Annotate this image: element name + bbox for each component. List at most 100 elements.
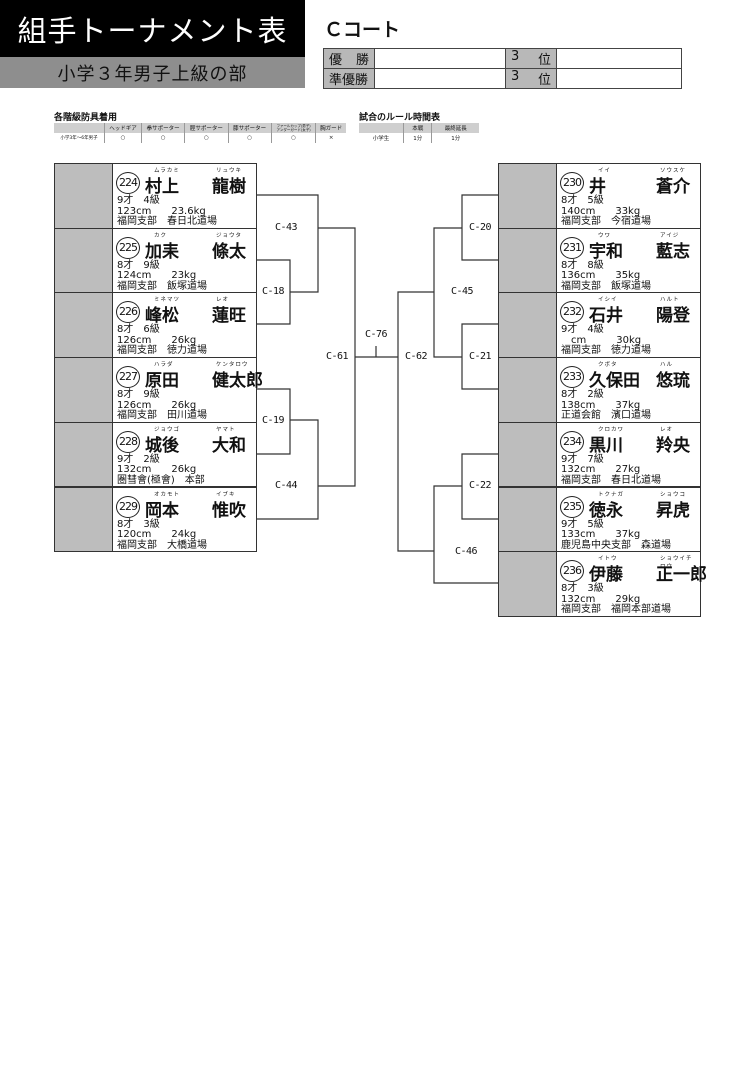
match-label-c45: C-45 bbox=[451, 286, 474, 297]
family-name: 井 bbox=[589, 177, 606, 197]
match-label-c22: C-22 bbox=[469, 480, 492, 491]
given-name: 悠琉 bbox=[656, 371, 690, 392]
gear-header: 拳サポーター bbox=[140, 123, 185, 133]
affiliation: 鹿児島中央支部 森道場 bbox=[561, 539, 671, 551]
family-name: 石井 bbox=[589, 306, 623, 327]
result-mark-area[interactable] bbox=[55, 358, 113, 422]
given-name-kana: ジョウタ bbox=[216, 232, 243, 239]
age-rank: 8才 8級 bbox=[561, 259, 604, 271]
result-mark-area[interactable] bbox=[499, 552, 557, 616]
given-name-kana: ハルト bbox=[660, 297, 680, 304]
affiliation: 福岡支部 徳力道場 bbox=[117, 345, 207, 357]
family-name-kana: ミネマツ bbox=[154, 297, 181, 304]
competitor-number: 234 bbox=[560, 430, 584, 453]
result-mark-area[interactable] bbox=[55, 228, 113, 293]
height-weight: 138cm 37kg bbox=[561, 399, 641, 411]
result-mark-area[interactable] bbox=[499, 164, 557, 228]
rules-cell: 1分 bbox=[431, 133, 479, 143]
match-label-c43: C-43 bbox=[275, 222, 298, 233]
result-mark-area[interactable] bbox=[55, 293, 113, 358]
result-mark-area[interactable] bbox=[499, 358, 557, 422]
given-name-kana: リュウキ bbox=[216, 168, 243, 174]
bracket-line-c44 bbox=[256, 419, 319, 520]
given-name: 健太郎 bbox=[212, 371, 263, 392]
age-rank: 9才 2級 bbox=[117, 453, 160, 465]
competitor-number: 228 bbox=[116, 430, 140, 453]
gear-cell: 小学3年〜6年男子 bbox=[60, 136, 98, 141]
competitor-name: 徳永 昇虎 bbox=[589, 496, 690, 521]
third-place-value[interactable] bbox=[556, 68, 682, 89]
family-name: 徳永 bbox=[589, 500, 623, 521]
match-label-c61: C-61 bbox=[326, 351, 349, 362]
affiliation: 福岡支部 飯塚道場 bbox=[561, 280, 651, 292]
given-name-kana: レオ bbox=[216, 297, 230, 304]
result-mark-area[interactable] bbox=[499, 422, 557, 487]
family-name-kana: イトウ bbox=[598, 556, 618, 563]
gear-row: 小学3年〜6年男子 ○ ○ ○ ○ ○ × bbox=[54, 133, 346, 143]
result-mark-area[interactable] bbox=[55, 422, 113, 487]
competitor-name: 久保田悠琉 bbox=[589, 366, 690, 391]
result-mark-area[interactable] bbox=[499, 487, 557, 552]
competitor-number: 233 bbox=[560, 366, 584, 389]
family-name-kana: カク bbox=[154, 232, 168, 239]
result-mark-area[interactable] bbox=[499, 293, 557, 358]
age-rank: 9才 7級 bbox=[561, 453, 604, 465]
rules-cell: 1分 bbox=[402, 133, 432, 143]
bracket-line-c46 bbox=[433, 485, 498, 584]
given-name: 陽登 bbox=[656, 306, 690, 327]
match-label-c44: C-44 bbox=[275, 480, 298, 491]
competitor-name: 井 蒼介 bbox=[589, 172, 690, 197]
given-name-kana: レオ bbox=[660, 426, 674, 433]
competitor-number: 229 bbox=[116, 495, 140, 518]
competitor-number: 230 bbox=[560, 172, 584, 194]
result-mark-area[interactable] bbox=[55, 164, 113, 228]
age-rank: 9才 4級 bbox=[117, 195, 160, 206]
bracket-line-c18 bbox=[256, 259, 291, 325]
given-name-kana: ショウイチロウ bbox=[660, 556, 693, 571]
affiliation: 福岡支部 大橋道場 bbox=[117, 539, 207, 551]
given-name: 昇虎 bbox=[656, 500, 690, 521]
page-title: 組手トーナメント表 bbox=[0, 0, 305, 57]
given-name: 蒼介 bbox=[656, 177, 690, 197]
height-weight: 126cm 26kg bbox=[117, 399, 197, 411]
result-mark-area[interactable] bbox=[55, 487, 113, 552]
family-name: 城後 bbox=[145, 435, 179, 456]
result-mark-area[interactable] bbox=[499, 228, 557, 293]
runner-up-label: 準優勝 bbox=[323, 68, 375, 89]
gear-cell: ○ bbox=[184, 133, 228, 143]
age-rank: 8才 6級 bbox=[117, 324, 160, 336]
family-name: 伊藤 bbox=[589, 565, 623, 586]
age-rank: 8才 3級 bbox=[117, 518, 160, 530]
family-name: 宇和 bbox=[589, 241, 623, 262]
rules-header: 最終延長 bbox=[431, 123, 479, 133]
age-rank: 8才 2級 bbox=[561, 389, 604, 401]
family-name-kana: クロカワ bbox=[598, 426, 625, 433]
age-rank: 8才 3級 bbox=[561, 583, 604, 595]
given-name-kana: ショウコ bbox=[660, 491, 687, 498]
